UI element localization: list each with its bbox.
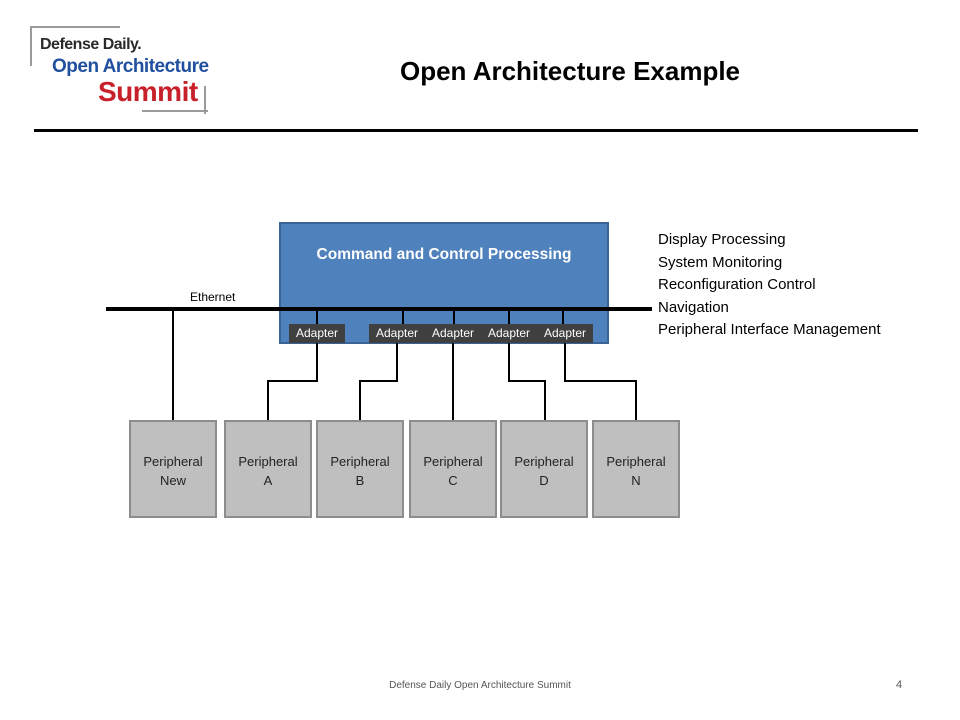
peripheral-label: Peripheral A — [226, 452, 310, 490]
function-item: Display Processing — [658, 231, 786, 248]
peripheral-label-line2: C — [448, 473, 458, 488]
peripheral-label-line1: Peripheral — [330, 454, 390, 469]
logo-crop-mark — [142, 110, 208, 112]
peripheral-label-line2: New — [159, 473, 186, 488]
logo-line-summit: Summit — [98, 76, 198, 107]
link-peripheral-b — [359, 343, 398, 420]
summit-logo: Defense Daily. Open Architecture Summit — [22, 22, 212, 118]
peripheral-label-line2: N — [631, 473, 641, 488]
page-number: 4 — [896, 679, 903, 691]
command-control-processor — [279, 222, 609, 344]
link-peripheral-n — [564, 343, 637, 420]
peripheral-d: Peripheral D — [500, 420, 588, 518]
footer-text: Defense Daily Open Architecture Summit — [389, 680, 571, 691]
peripheral-label-line1: Peripheral — [423, 454, 483, 469]
peripheral-label-line2: B — [355, 473, 365, 488]
peripheral-n: Peripheral N — [592, 420, 680, 518]
logo-line-defense-daily: Defense Daily. — [40, 36, 142, 53]
function-item: System Monitoring — [658, 254, 783, 271]
peripheral-label-line1: Peripheral — [514, 454, 574, 469]
function-item: Reconfiguration Control — [658, 276, 816, 293]
adapter-2: Adapter — [369, 324, 425, 343]
peripheral-label-line2: D — [539, 473, 549, 488]
function-item: Peripheral Interface Management — [658, 321, 881, 338]
peripheral-new: Peripheral New — [129, 420, 217, 518]
peripheral-label: Peripheral B — [318, 452, 402, 490]
adapter-1: Adapter — [289, 324, 345, 343]
peripheral-c: Peripheral C — [409, 420, 497, 518]
peripheral-label: Peripheral D — [502, 452, 586, 490]
peripheral-a: Peripheral A — [224, 420, 312, 518]
peripheral-label-line1: Peripheral — [143, 454, 203, 469]
peripheral-label-line2: A — [263, 473, 273, 488]
peripheral-b: Peripheral B — [316, 420, 404, 518]
link-peripheral-a — [267, 343, 318, 420]
logo-crop-mark — [30, 26, 120, 28]
peripheral-label: Peripheral New — [131, 452, 215, 490]
peripheral-label-line1: Peripheral — [606, 454, 666, 469]
peripheral-label: Peripheral C — [411, 452, 495, 490]
peripheral-label: Peripheral N — [594, 452, 678, 490]
logo-crop-mark — [30, 26, 32, 66]
peripheral-label-line1: Peripheral — [238, 454, 298, 469]
page-title: Open Architecture Example — [399, 56, 741, 86]
ethernet-label: Ethernet — [190, 290, 236, 304]
link-peripheral-d — [508, 343, 546, 420]
processor-label: Command and Control Processing — [316, 246, 572, 263]
logo-line-open-architecture: Open Architecture — [52, 56, 209, 77]
logo-crop-mark — [204, 86, 206, 114]
adapter-5: Adapter — [537, 324, 593, 343]
adapter-3: Adapter — [425, 324, 481, 343]
title-divider — [34, 129, 918, 132]
function-item: Navigation — [658, 299, 729, 316]
adapter-4: Adapter — [481, 324, 537, 343]
